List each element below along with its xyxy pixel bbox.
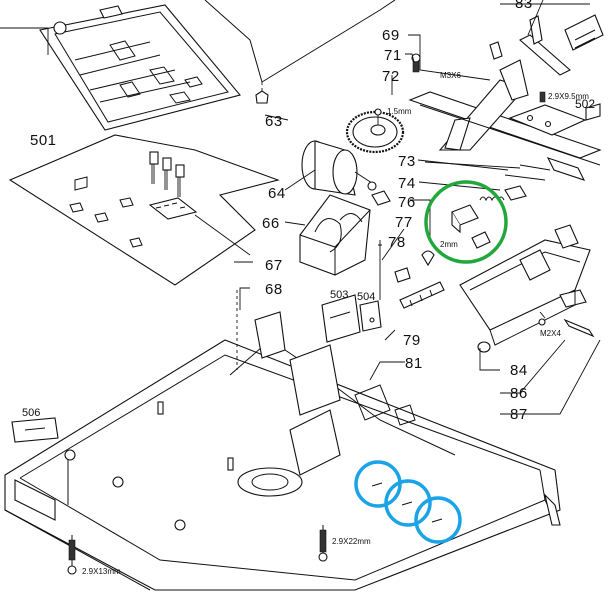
bottom-screws (67, 318, 595, 575)
callout-506: 506 (22, 407, 40, 419)
board-502 (508, 91, 601, 136)
callout-83: 83 (515, 0, 533, 12)
callout-labels: 501 502 503 504 506 63 64 66 67 68 69 71… (22, 0, 595, 423)
callout-79: 79 (403, 332, 421, 349)
callout-81: 81 (405, 355, 423, 372)
callout-501: 501 (30, 132, 57, 149)
spec-m2x4: M2X4 (540, 329, 561, 338)
main-pcb-501 (8, 134, 280, 286)
right-bracket-assembly (459, 224, 591, 346)
callout-504: 504 (357, 291, 375, 303)
callout-69: 69 (382, 27, 400, 44)
spec-labels: M3X6 1.5mm 2.9X9.5mm 2mm M2X4 2.9X22mm 2… (82, 71, 589, 576)
callout-64: 64 (268, 185, 286, 202)
motor-64 (301, 140, 377, 196)
top-pcb-assembly (0, 4, 241, 131)
top-box-outline (204, 0, 396, 104)
callout-67: 67 (265, 257, 283, 274)
leader-lines (234, 0, 601, 415)
callout-71: 71 (384, 47, 402, 64)
blue-highlight-circle (384, 479, 432, 527)
callout-76: 76 (398, 194, 416, 211)
spec-m3x6: M3X6 (440, 71, 461, 80)
screw-71 (411, 53, 421, 73)
callout-68: 68 (265, 281, 283, 298)
base-chassis (4, 290, 561, 591)
part-506 (11, 417, 59, 443)
callout-78: 78 (388, 234, 406, 251)
highlight-annotations (354, 180, 508, 544)
bracket-66 (299, 190, 391, 276)
spec-screw-29x13: 2.9X13mm (82, 567, 121, 576)
callout-66: 66 (262, 215, 280, 232)
callout-84: 84 (510, 362, 528, 379)
blue-highlight-circle (414, 496, 462, 544)
callout-72: 72 (382, 68, 400, 85)
spec-screw-29x95: 2.9X9.5mm (548, 92, 589, 101)
parts-73-77 (378, 161, 551, 300)
spec-spring-len: 2mm (440, 240, 458, 249)
green-highlight-circle (424, 180, 508, 264)
callout-77: 77 (395, 214, 413, 231)
callout-74: 74 (398, 175, 416, 192)
spec-screw-29x22: 2.9X22mm (332, 537, 371, 546)
gear-72 (345, 108, 405, 154)
callout-86: 86 (510, 385, 528, 402)
arm-assembly-69 (408, 14, 604, 181)
callout-87: 87 (510, 406, 528, 423)
callout-73: 73 (398, 153, 416, 170)
callout-503: 503 (330, 289, 348, 301)
spec-gear-offset: 1.5mm (387, 107, 412, 116)
callout-63: 63 (265, 113, 283, 130)
callout-502: 502 (575, 97, 595, 111)
parts-78-79-503-504 (321, 250, 445, 343)
